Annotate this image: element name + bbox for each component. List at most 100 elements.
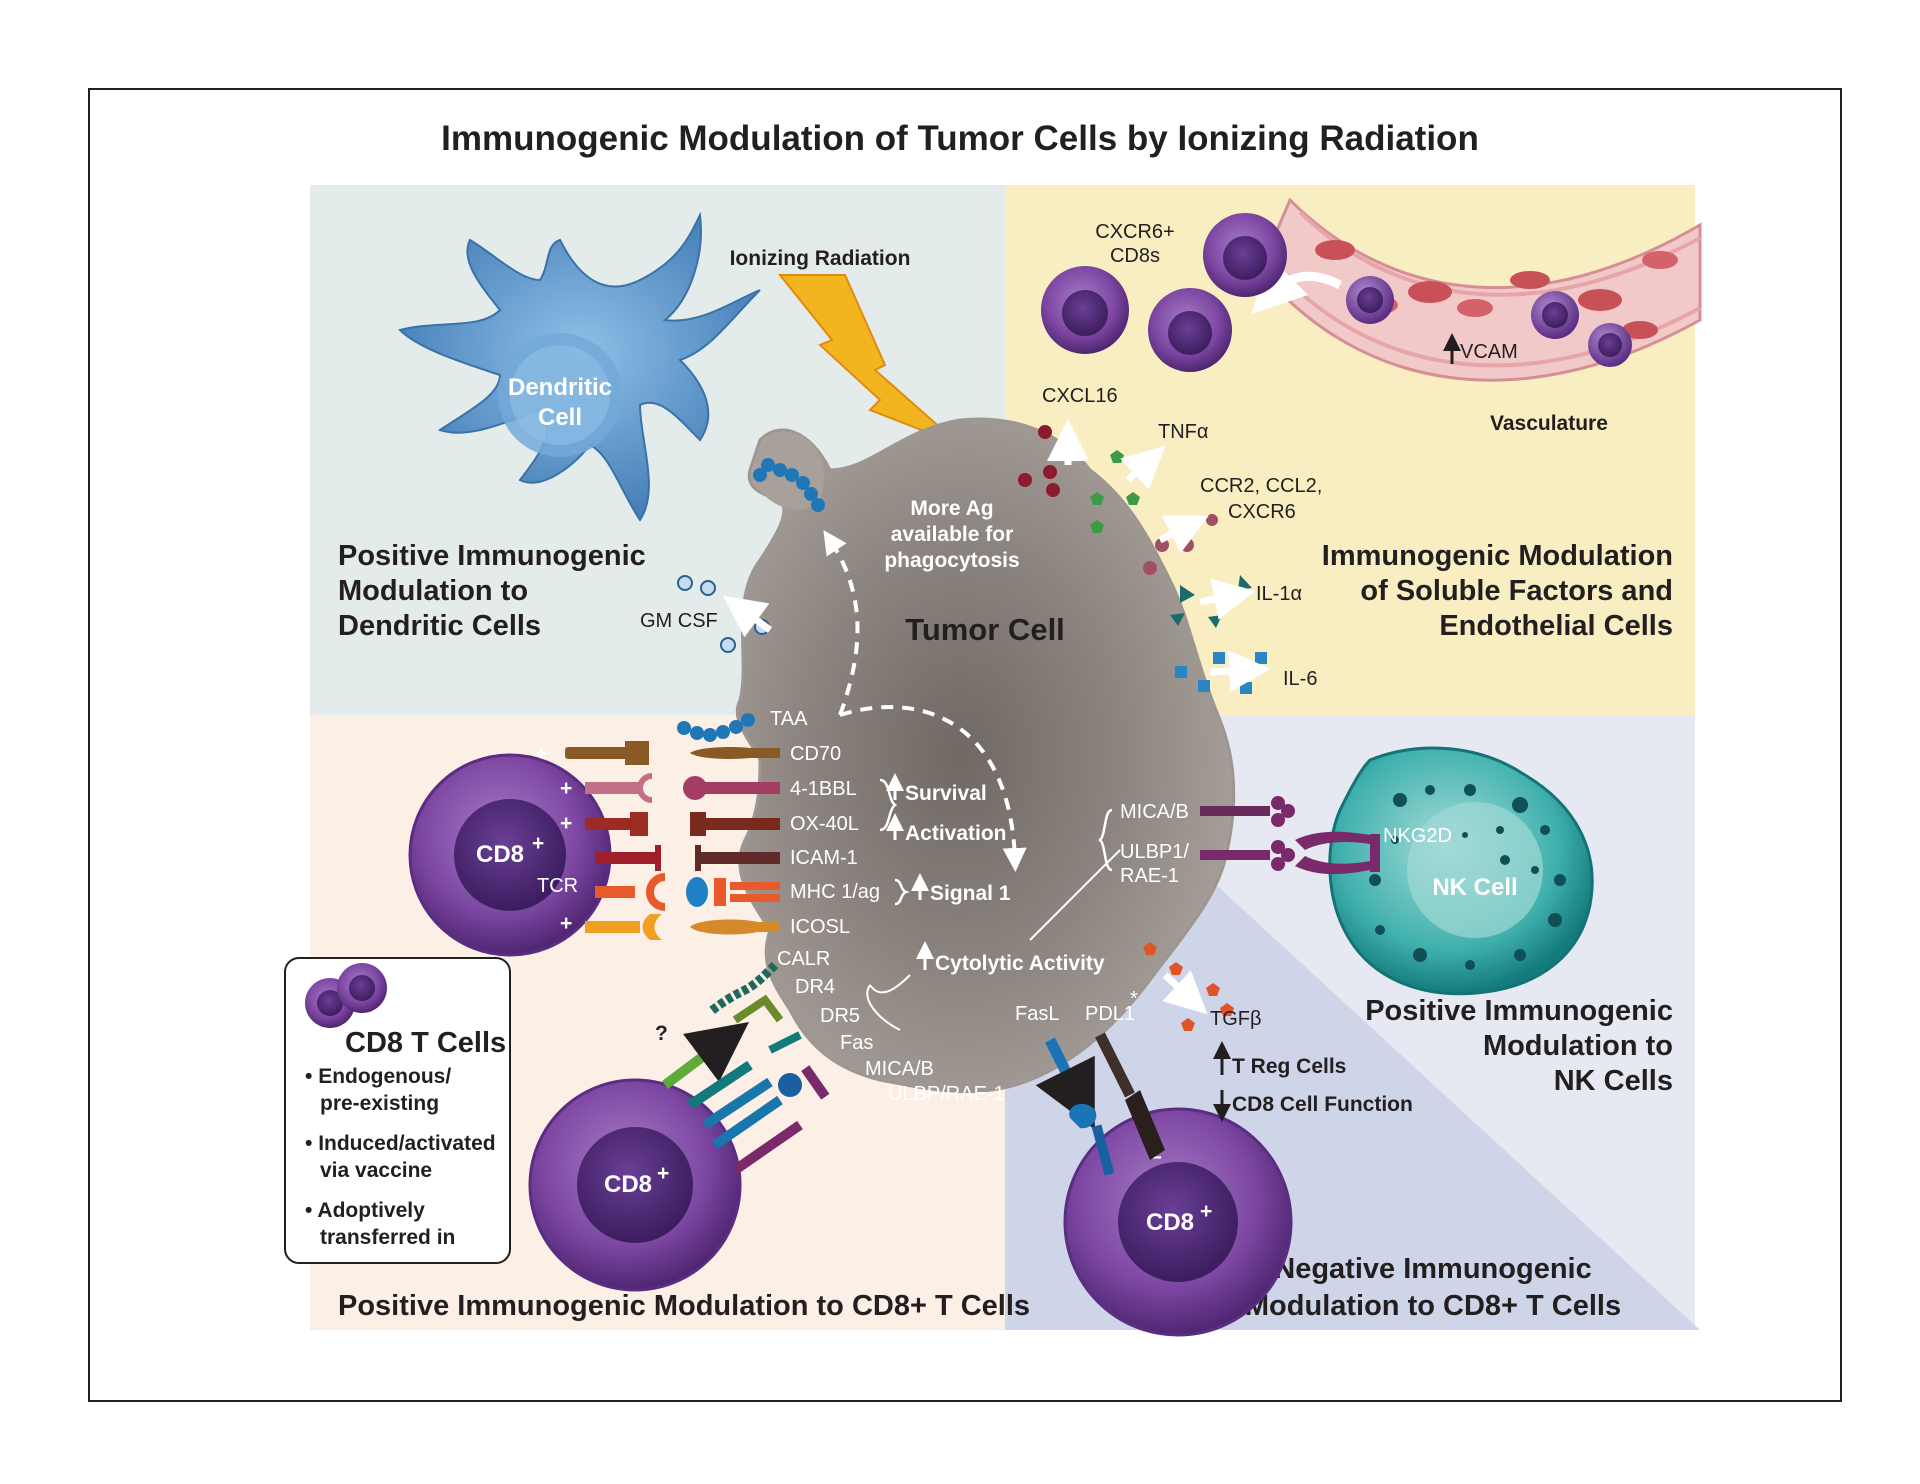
dashed-arrow-phagocytosis	[823, 530, 860, 716]
nk-receptors	[1200, 796, 1380, 875]
mica-b-label: MICA/B	[1120, 801, 1189, 823]
legend-item-2-line-2: via vaccine	[320, 1159, 432, 1182]
more-ag-label-2: available for	[891, 523, 1014, 546]
mica-brace	[1098, 808, 1113, 872]
legend-title: CD8 T Cells	[345, 1027, 506, 1059]
dendritic-label-1: Dendritic	[508, 374, 612, 401]
cxcr6-label: CXCR6+	[1095, 221, 1174, 243]
ccr2-label-1: CCR2, CCL2,	[1200, 475, 1322, 497]
gm-csf-label: GM CSF	[640, 610, 718, 632]
tgfb-label: TGFβ	[1210, 1008, 1262, 1030]
tnfa-arrow	[1120, 445, 1166, 490]
cytolytic-bracket	[866, 974, 911, 1031]
more-ag-label-3: phagocytosis	[884, 549, 1019, 572]
panel-cd8-positive-heading: Positive Immunogenic Modulation to CD8+ …	[338, 1290, 1030, 1322]
tgfb-arrow	[1162, 970, 1208, 1015]
cd8-cell-cytolytic	[528, 1078, 742, 1292]
pdl1-label: PDL1	[1085, 1003, 1135, 1025]
fasl-pdl1-interaction	[1035, 1032, 1165, 1176]
cd8-cell-costim	[408, 753, 612, 957]
cd8-costim-sup: +	[532, 832, 544, 855]
survival-label: Survival	[905, 782, 987, 805]
cxcr6-cd8-cells	[1041, 213, 1287, 372]
calr-label: CALR	[777, 948, 830, 970]
vasculature-label: Vasculature	[1490, 412, 1608, 435]
cd8-function-label: CD8 Cell Function	[1232, 1093, 1413, 1116]
rae1-label: RAE-1	[1120, 865, 1179, 887]
ligand-icosl: ICOSL	[790, 916, 850, 938]
il1a-arrow	[1199, 578, 1256, 620]
dendritic-label-2: Cell	[538, 404, 582, 431]
legend-item-1-line-1: • Endogenous/	[305, 1065, 451, 1088]
tumor-cell-label: Tumor Cell	[905, 612, 1065, 647]
figure-title: Immunogenic Modulation of Tumor Cells by…	[441, 119, 1479, 158]
gm-csf-arrow	[723, 595, 773, 638]
ligand-ox40l: OX-40L	[790, 813, 859, 835]
ionizing-radiation-label: Ionizing Radiation	[730, 247, 911, 270]
il1a-label: IL-1α	[1256, 583, 1302, 605]
ulbp1-label: ULBP1/	[1120, 841, 1189, 863]
cxcl16-molecules	[1018, 425, 1060, 497]
panel-nk-heading-1: Positive Immunogenic	[1365, 995, 1673, 1027]
il6-label: IL-6	[1283, 668, 1317, 690]
panel-dc-heading-3: Dendritic Cells	[338, 610, 541, 642]
fas-label: Fas	[840, 1032, 873, 1054]
receptor-ligand-pairs	[565, 741, 780, 940]
cd8-cell-negative	[1063, 1107, 1293, 1337]
brace-signal	[894, 878, 910, 906]
plus-sign-3: +	[560, 812, 572, 835]
plus-sign-1: +	[535, 742, 547, 765]
dr5-label: DR5	[820, 1005, 860, 1027]
ulbp-rae-label: ULBP/RAE-1	[888, 1083, 1005, 1105]
cxcl16-label: CXCL16	[1042, 385, 1118, 407]
panel-nk-heading-3: NK Cells	[1554, 1065, 1673, 1097]
cytolytic-label: Cytolytic Activity	[935, 952, 1105, 975]
taa-label: TAA	[770, 708, 808, 730]
dr4-label: DR4	[795, 976, 835, 998]
ligand-icam1: ICAM-1	[790, 847, 858, 869]
legend-item-3-line-2: transferred in	[320, 1226, 455, 1249]
panel-soluble-heading-2: of Soluble Factors and	[1360, 575, 1673, 607]
tnfa-label: TNFα	[1158, 421, 1208, 443]
panel-soluble-heading-1: Immunogenic Modulation	[1322, 540, 1673, 572]
plus-sign-4: +	[560, 912, 572, 935]
treg-label: T Reg Cells	[1232, 1055, 1346, 1078]
ccr2-arrow	[1158, 515, 1209, 554]
panel-nk-heading-2: Modulation to	[1483, 1030, 1673, 1062]
cd8-cytolytic-label: CD8	[604, 1171, 652, 1198]
ccr2-label-2: CXCR6	[1228, 501, 1296, 523]
panel-dc-heading-1: Positive Immunogenic	[338, 540, 646, 572]
cytolytic-line	[1029, 849, 1121, 941]
panel-cd8-negative-heading-2: Modulation to CD8+ T Cells	[1245, 1290, 1621, 1322]
tcr-label: TCR	[537, 875, 578, 897]
ligand-41bbl: 4-1BBL	[790, 778, 857, 800]
nk-cell-label: NK Cell	[1432, 874, 1517, 901]
mica-b-2-label: MICA/B	[865, 1058, 934, 1080]
ligand-cd70: CD70	[790, 743, 841, 765]
dendritic-cell	[398, 211, 761, 522]
ligand-mhc: MHC 1/ag	[790, 881, 880, 903]
legend-box	[284, 957, 511, 1264]
cd8-costim-label: CD8	[476, 841, 524, 868]
taa-beads	[677, 458, 825, 742]
panel-cd8-negative-heading-1: Negative Immunogenic	[1274, 1253, 1591, 1285]
dashed-arrow-signal	[839, 705, 1027, 872]
ionizing-radiation-bolt-icon	[777, 274, 961, 446]
vcam-label: VCAM	[1460, 341, 1518, 363]
pdl1-asterisk: *	[1130, 988, 1138, 1010]
legend-item-1-line-2: pre-existing	[320, 1092, 439, 1115]
question-mark: ?	[655, 1022, 668, 1045]
more-ag-label-1: More Ag	[910, 497, 993, 520]
death-receptor-arrows	[662, 961, 830, 1175]
legend-item-2-line-1: • Induced/activated	[305, 1132, 496, 1155]
cd8s-label: CD8s	[1110, 245, 1160, 267]
il6-arrow	[1209, 650, 1271, 693]
blood-vessel	[1250, 197, 1702, 382]
fasl-label: FasL	[1015, 1003, 1059, 1025]
nk-cell	[1328, 746, 1594, 996]
signal1-label: Signal 1	[930, 882, 1011, 905]
legend-item-3-line-1: • Adoptively	[305, 1199, 425, 1222]
cd8-cytolytic-sup: +	[657, 1162, 669, 1185]
panel-dc-heading-2: Modulation to	[338, 575, 528, 607]
